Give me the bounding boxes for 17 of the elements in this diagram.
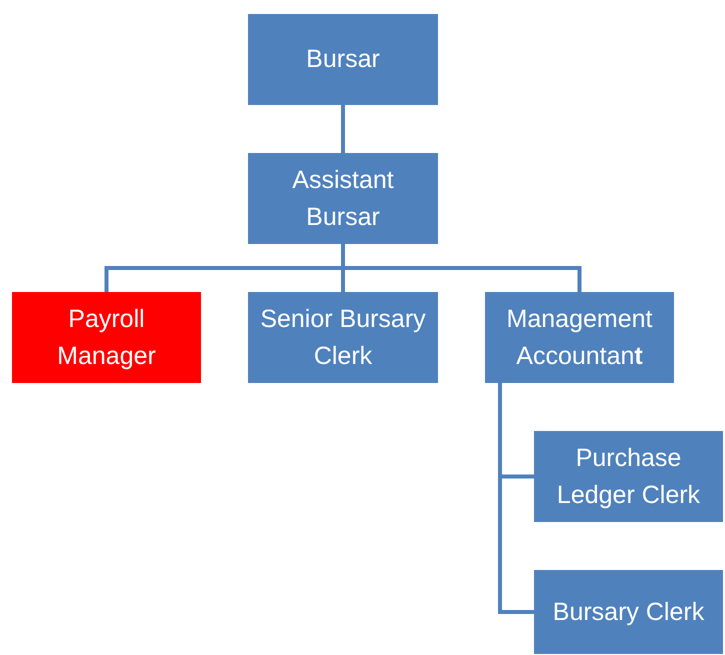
org-chart-box bbox=[248, 292, 438, 383]
connector-line bbox=[341, 105, 345, 153]
box-label: Purchase Ledger Clerk bbox=[556, 443, 702, 510]
connector-line bbox=[498, 383, 534, 614]
org-chart-box bbox=[534, 570, 723, 654]
org-chart-box bbox=[12, 292, 201, 383]
connector-line bbox=[341, 244, 582, 292]
box-label: Bursar bbox=[306, 44, 380, 76]
box-label: Assistant Bursar bbox=[291, 165, 395, 232]
org-chart-box bbox=[485, 292, 674, 383]
box-label: Management Accountant bbox=[506, 304, 654, 372]
org-chart-box bbox=[534, 431, 723, 522]
org-chart-box bbox=[248, 14, 438, 105]
org-chart-box bbox=[248, 153, 438, 244]
box-label: Payroll Manager bbox=[56, 304, 157, 372]
box-label: Bursary Clerk bbox=[552, 596, 704, 628]
box-label: Senior Bursary Clerk bbox=[259, 304, 427, 372]
